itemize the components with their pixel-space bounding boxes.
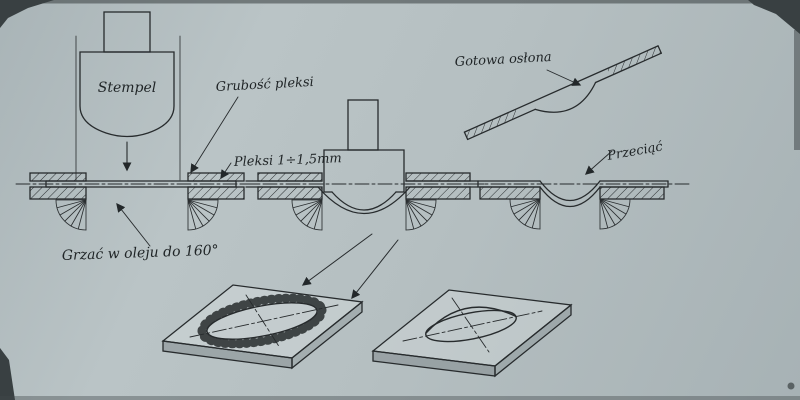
leader-przeciac: [584, 150, 613, 175]
leader-pleksi: [220, 162, 232, 180]
dome-silhouette: [425, 306, 516, 334]
die-block: [187, 186, 245, 200]
flow-arrow-to-plate: [301, 233, 373, 286]
strip-end-cap: [463, 131, 469, 141]
plate-right-trimmed: [371, 289, 573, 378]
hatch-fan: [55, 199, 87, 231]
plate-side-face: [291, 300, 363, 370]
stamp-dome-bottom: [331, 191, 397, 211]
formed-dome-outer: [539, 186, 601, 208]
centerline-short: [245, 294, 281, 349]
figure-stage1-stamp-above-sheet: [15, 11, 259, 247]
leader-grubosc: [190, 96, 239, 174]
leader-grzac: [116, 202, 151, 247]
strip-hatched-end: [606, 45, 662, 76]
clamp-block: [29, 172, 87, 182]
label-przeciac: Przeciąć: [605, 139, 664, 164]
plate-left-formed: [161, 284, 364, 370]
stamp-shank: [347, 99, 379, 151]
strip-bottom: [594, 52, 662, 84]
perspective-plates: [161, 284, 573, 378]
finished-strip: [463, 45, 662, 141]
flow-arrow-to-plate: [351, 239, 399, 300]
strip-hatched-end: [464, 109, 519, 140]
die-block: [29, 186, 87, 200]
label-grzac-w-oleju: Grzać w oleju do 160°: [62, 243, 219, 264]
strip-end-cap: [657, 45, 662, 54]
scan-bottom-edge: [0, 396, 800, 400]
hatch-fan: [187, 199, 219, 231]
clamp-block: [405, 172, 471, 182]
strip-dome: [534, 81, 597, 113]
centerline-long: [402, 310, 543, 342]
hatch-fan: [509, 198, 541, 230]
scan-corner-bottom-left: [0, 348, 15, 400]
hatch-fan: [291, 199, 323, 231]
die-block: [599, 186, 665, 200]
label-grubosc-pleksi: Grubość pleksi: [215, 75, 314, 95]
scan-top-edge: [0, 0, 800, 4]
figure-stage2-stamp-pressed: [239, 99, 485, 300]
dome-oval-outline: [206, 302, 318, 340]
die-block: [257, 186, 323, 200]
clamp-block: [257, 172, 323, 182]
scan-corner-top-left: [0, 0, 54, 28]
plate-side-face: [494, 303, 572, 378]
strip-top: [463, 45, 659, 133]
hatch-fan: [405, 199, 437, 231]
dome-base-outline: [425, 309, 517, 343]
dome-burr-ticks: [197, 293, 327, 349]
stamp-shank: [103, 11, 151, 53]
label-stempel: Stempel: [98, 80, 157, 96]
clamp-block: [187, 172, 245, 182]
stamp-body: [323, 149, 405, 193]
hatch-fan: [599, 198, 631, 230]
formed-dome-inner: [539, 180, 601, 202]
die-block: [479, 186, 541, 200]
die-block: [405, 186, 471, 200]
label-pleksi-thickness: Pleksi 1÷1,5mm: [233, 151, 342, 170]
scan-right-edge: [794, 30, 800, 150]
leader-gotowa: [546, 69, 582, 86]
scan-corner-top-right: [748, 0, 800, 34]
figure-stage3-finished-cover: [463, 45, 693, 230]
scan-smudge: [787, 382, 795, 390]
strip-bottom: [467, 108, 536, 141]
formed-dome-sheet: [317, 186, 411, 215]
centerline-short: [451, 297, 490, 353]
label-gotowa-oslona: Gotowa osłona: [454, 50, 552, 70]
stamp-body: [79, 51, 175, 138]
centerline-long: [189, 304, 339, 338]
